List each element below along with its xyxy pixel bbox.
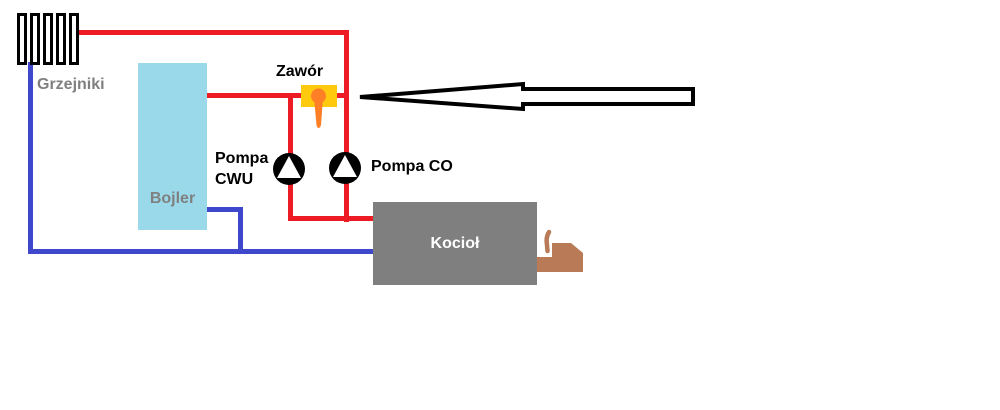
radiator-fin — [43, 13, 53, 65]
pipe-return-bojler-vertical — [238, 207, 243, 254]
pump-co-label: Pompa CO — [371, 158, 453, 175]
pipe-hot-top — [77, 30, 349, 35]
pipe-hot-bottom — [288, 216, 375, 221]
radiator-fin — [30, 13, 40, 65]
boiler-tank: Bojler — [138, 63, 207, 230]
radiator-fin — [69, 13, 79, 65]
pipe-return-bottom — [28, 249, 375, 254]
radiator-fin — [56, 13, 66, 65]
pipe-return-left-vertical — [28, 62, 33, 254]
valve-stem-icon — [311, 88, 326, 128]
pipe-hot-valve-branch — [207, 93, 349, 98]
pump-cwu-icon — [273, 153, 305, 185]
fuel-chimney-icon — [537, 229, 583, 272]
left-arrow-icon — [359, 81, 695, 112]
radiator-icon — [17, 13, 79, 65]
radiator-fin — [17, 13, 27, 65]
furnace-box: Kocioł — [373, 202, 537, 285]
pipe-return-bojler-horizontal — [205, 207, 243, 212]
pump-co-icon — [329, 152, 361, 184]
valve-label: Zawór — [276, 63, 324, 80]
radiators-label: Grzejniki — [37, 76, 105, 93]
pipe-hot-main-vertical — [344, 30, 349, 222]
boiler-tank-label: Bojler — [149, 190, 196, 207]
furnace-label: Kocioł — [430, 234, 480, 252]
